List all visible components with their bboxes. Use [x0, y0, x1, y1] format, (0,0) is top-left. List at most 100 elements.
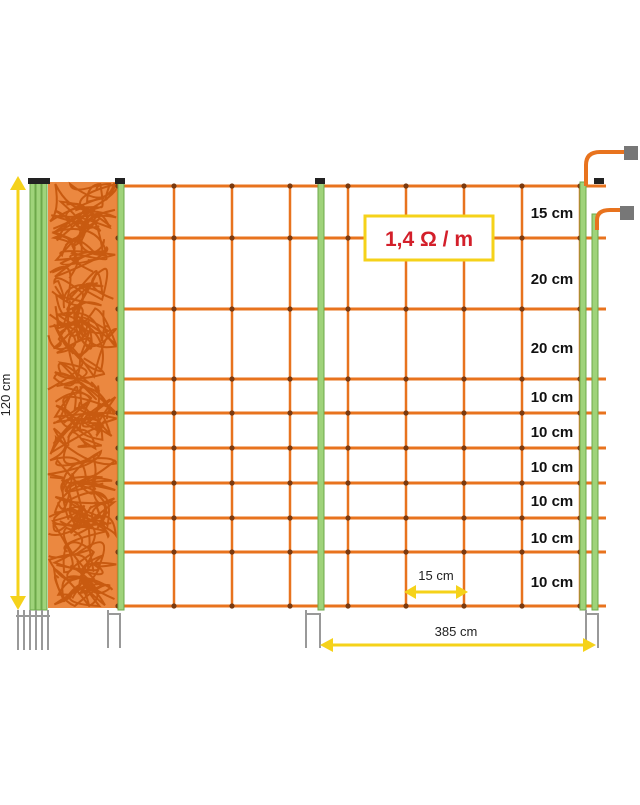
row-spacing-label: 10 cm [531, 459, 574, 476]
net-knot [345, 376, 351, 382]
net-knot [229, 183, 235, 189]
post-spacing-dimension: 385 cm [320, 624, 596, 652]
net-knot [403, 306, 409, 312]
net-roll-strand [64, 480, 116, 499]
net-knot [229, 410, 235, 416]
net-knot [345, 480, 351, 486]
row-spacing-label: 10 cm [531, 424, 574, 441]
net-roll-strand [53, 551, 105, 603]
net-roll-strand [51, 526, 106, 581]
net-roll-strand [68, 554, 117, 608]
net-roll-strand [49, 427, 99, 479]
net-knot [171, 445, 177, 451]
fence-post-middle [305, 178, 325, 648]
net-knot [403, 410, 409, 416]
post-bundle [16, 178, 50, 650]
net-knot [519, 603, 525, 609]
net-knot [171, 183, 177, 189]
net-knot [171, 306, 177, 312]
net-knot [461, 376, 467, 382]
net-knot [403, 445, 409, 451]
net-roll-strand [51, 277, 84, 307]
net-roll-strand [54, 284, 102, 342]
net-knot [229, 306, 235, 312]
net-knot [519, 410, 525, 416]
net-knot [461, 515, 467, 521]
resistance-rating-label: 1,4 Ω / m [385, 228, 473, 251]
mesh-width-label: 15 cm [418, 568, 453, 583]
net-roll-strand [48, 495, 117, 536]
net-knot [403, 183, 409, 189]
rolled-net [47, 181, 121, 608]
net-knot [229, 480, 235, 486]
net-knot [345, 410, 351, 416]
net-roll-strand [88, 489, 116, 529]
net-knot [519, 549, 525, 555]
net-knot [461, 410, 467, 416]
mesh-width-dimension: 15 cm [404, 568, 468, 599]
net-knot [171, 549, 177, 555]
net-knot [171, 410, 177, 416]
row-spacing-labels: 15 cm 20 cm 20 cm 10 cm 10 cm 10 cm 10 c… [531, 205, 574, 591]
net-knot [287, 235, 293, 241]
row-spacing-label: 10 cm [531, 530, 574, 547]
net-knot [403, 603, 409, 609]
row-spacing-label: 20 cm [531, 340, 574, 357]
net-knot [519, 445, 525, 451]
row-spacing-label: 10 cm [531, 493, 574, 510]
net-knot [171, 376, 177, 382]
net-knot [287, 306, 293, 312]
net-knot [229, 235, 235, 241]
net-knot [461, 445, 467, 451]
net-roll-strand [70, 385, 111, 441]
net-knot [287, 183, 293, 189]
net-roll-strand [53, 381, 116, 419]
net-knot [461, 603, 467, 609]
row-spacing-label: 20 cm [531, 271, 574, 288]
net-knot [287, 549, 293, 555]
net-knot [519, 306, 525, 312]
resistance-rating-box: 1,4 Ω / m [363, 214, 495, 262]
net-knot [171, 603, 177, 609]
net-knot [287, 376, 293, 382]
net-knot [519, 480, 525, 486]
net-roll-strand [56, 473, 110, 530]
net-knot [229, 603, 235, 609]
net-knot [403, 376, 409, 382]
net-knot [171, 235, 177, 241]
net-grid [115, 183, 606, 609]
net-roll-strand [67, 328, 119, 380]
net-roll-strand [80, 310, 118, 350]
net-roll-strand [81, 396, 121, 437]
net-roll-strand [79, 267, 114, 302]
net-knot [345, 235, 351, 241]
net-knot [403, 549, 409, 555]
row-spacing-label: 10 cm [531, 574, 574, 591]
net-knot [345, 183, 351, 189]
net-knot [229, 445, 235, 451]
net-knot [345, 549, 351, 555]
net-knot [345, 445, 351, 451]
net-roll-strand [49, 300, 86, 337]
net-roll-strand [55, 458, 98, 521]
height-dimension: 120 cm [0, 176, 26, 610]
net-roll-strand [53, 560, 114, 606]
fence-post-right [579, 146, 638, 648]
fence-post-left [107, 178, 125, 648]
net-roll-strand [57, 227, 108, 273]
net-knot [461, 549, 467, 555]
net-knot [461, 480, 467, 486]
post-spacing-label: 385 cm [435, 624, 478, 639]
net-knot [519, 183, 525, 189]
net-knot [287, 515, 293, 521]
net-knot [287, 480, 293, 486]
net-knot [229, 515, 235, 521]
net-knot [519, 376, 525, 382]
net-knot [171, 480, 177, 486]
net-knot [171, 515, 177, 521]
net-knot [287, 410, 293, 416]
net-knot [287, 603, 293, 609]
net-roll-strand [77, 210, 117, 244]
